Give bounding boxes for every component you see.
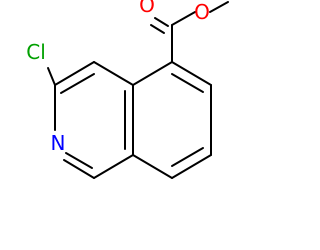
- bond-carbonyl-o-double-a: [154, 17, 169, 27]
- ester-oxygen-label: O: [194, 0, 210, 24]
- bond-c1-n: [63, 159, 95, 179]
- atom-label-group: Cl N O O: [26, 0, 210, 155]
- bond-group: [47, 1, 229, 179]
- bond-o-methyl: [209, 1, 229, 13]
- bond-c3-cl: [47, 67, 56, 86]
- bond-c4a-c5: [132, 61, 173, 86]
- bond-c5-c6: [171, 61, 212, 86]
- bond-c8-c8a: [132, 154, 173, 179]
- bond-c7-c8-inner: [171, 147, 204, 167]
- bond-c4-c4a: [93, 61, 134, 86]
- nitrogen-label: N: [51, 131, 66, 155]
- bond-carbonyl-o-single: [171, 11, 196, 26]
- chemical-structure-diagram: Cl N O O: [26, 0, 229, 179]
- bond-c5-c6-inner: [171, 73, 204, 93]
- carbonyl-oxygen-label: O: [139, 0, 155, 17]
- bond-c1-n-inner: [65, 152, 93, 169]
- bond-carbonyl-o-double-b: [150, 24, 165, 34]
- bond-c3-c4-inner: [60, 73, 95, 94]
- bond-c7-c8: [171, 154, 212, 179]
- bond-c8a-c1: [93, 154, 134, 179]
- chlorine-label: Cl: [26, 40, 46, 64]
- bond-c3-c4: [54, 61, 95, 86]
